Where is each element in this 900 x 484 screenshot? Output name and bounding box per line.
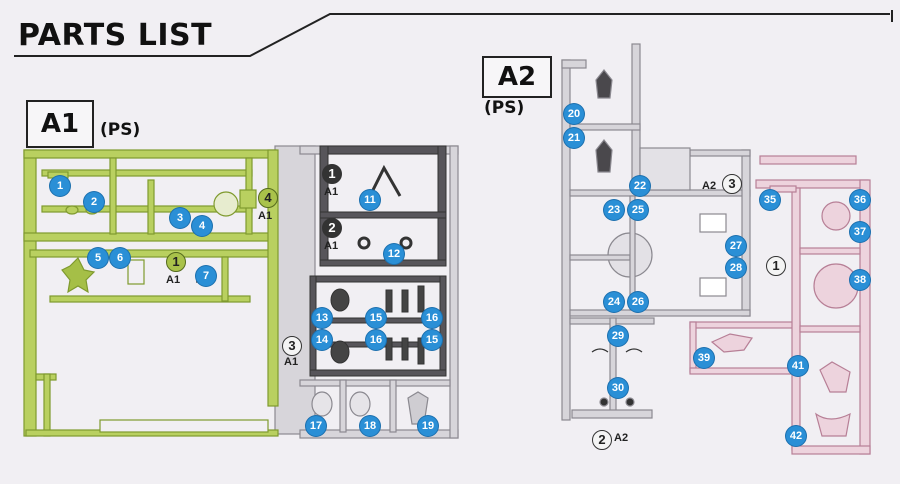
part-badge: 26 <box>628 292 648 312</box>
part-badge: 30 <box>608 378 628 398</box>
subtag-code: A2 <box>702 180 717 192</box>
part-badge: 24 <box>604 292 624 312</box>
part-badge: 4 <box>192 216 212 236</box>
part-badge: 6 <box>110 248 130 268</box>
part-badge: 39 <box>694 348 714 368</box>
part-badge: 15 <box>422 330 442 350</box>
part-badge: 20 <box>564 104 584 124</box>
part-badge: 16 <box>366 330 386 350</box>
part-badge: 22 <box>630 176 650 196</box>
subtag-code: A1 <box>258 210 273 222</box>
subtag-num: 4 <box>258 188 278 208</box>
part-badge: 18 <box>360 416 380 436</box>
part-badge: 7 <box>196 266 216 286</box>
part-badge: 19 <box>418 416 438 436</box>
part-badge: 2 <box>84 192 104 212</box>
page-title: PARTS LIST <box>18 18 213 53</box>
part-badge: 1 <box>50 176 70 196</box>
subtag-code: A2 <box>614 432 629 444</box>
subtag-num: 3 <box>282 336 302 356</box>
part-badge: 42 <box>786 426 806 446</box>
part-badge: 5 <box>88 248 108 268</box>
subtag-num: 1 <box>166 252 186 272</box>
part-badge: 11 <box>360 190 380 210</box>
subtag-num: 2 <box>322 218 342 238</box>
part-badge: 23 <box>604 200 624 220</box>
part-badge: 21 <box>564 128 584 148</box>
part-badge: 28 <box>726 258 746 278</box>
a1-green-runner <box>23 149 279 437</box>
part-badge: 36 <box>850 190 870 210</box>
part-badge: 27 <box>726 236 746 256</box>
part-badge: 29 <box>608 326 628 346</box>
runner-a1-label: A1 <box>26 100 94 148</box>
part-badge: 41 <box>788 356 808 376</box>
subtag-num: 1 <box>322 164 342 184</box>
subtag-code: A1 <box>166 274 181 286</box>
subtag-code: A1 <box>324 186 339 198</box>
subtag-num: 1 <box>766 256 786 276</box>
runner-a1-material: (PS) <box>100 120 141 140</box>
part-badge: 35 <box>760 190 780 210</box>
part-badge: 15 <box>366 308 386 328</box>
part-badge: 37 <box>850 222 870 242</box>
runner-a2-material: (PS) <box>484 98 525 118</box>
subtag-num: 2 <box>592 430 612 450</box>
subtag-num: 3 <box>722 174 742 194</box>
part-badge: 17 <box>306 416 326 436</box>
part-badge: 14 <box>312 330 332 350</box>
part-badge: 25 <box>628 200 648 220</box>
part-badge: 13 <box>312 308 332 328</box>
part-badge: 16 <box>422 308 442 328</box>
part-badge: 12 <box>384 244 404 264</box>
part-badge: 3 <box>170 208 190 228</box>
a2-pink-runner <box>689 155 871 455</box>
part-badge: 38 <box>850 270 870 290</box>
runner-a2-label: A2 <box>482 56 552 98</box>
subtag-code: A1 <box>324 240 339 252</box>
a2-gray-runner <box>561 43 751 421</box>
subtag-code: A1 <box>284 356 299 368</box>
